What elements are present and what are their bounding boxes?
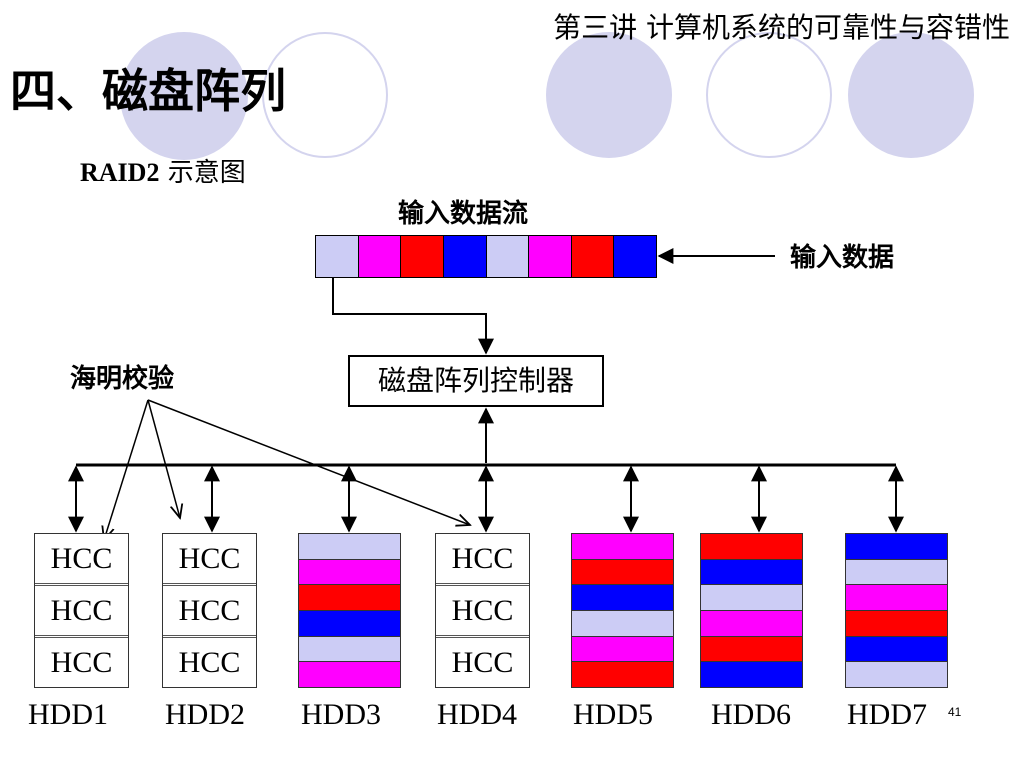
hcc-cell: HCC <box>163 534 256 586</box>
decor-circle-1 <box>120 32 248 160</box>
decor-circle-4 <box>706 32 832 158</box>
stream-block-1 <box>316 236 359 277</box>
stream-block-8 <box>614 236 656 277</box>
data-stripe <box>572 585 673 612</box>
data-stripe <box>572 636 673 663</box>
input-data-label: 输入数据 <box>790 243 895 273</box>
disk-label-hdd1: HDD1 <box>28 698 108 731</box>
stream-to-controller <box>332 278 494 355</box>
stream-block-6 <box>529 236 572 277</box>
hcc-cell: HCC <box>35 586 128 638</box>
stream-block-4 <box>443 236 487 277</box>
data-stripe <box>572 662 673 688</box>
disk-array-controller: 磁盘阵列控制器 <box>348 355 604 407</box>
input-data-stream <box>315 235 657 278</box>
hcc-cell: HCC <box>436 534 529 586</box>
disk-label-hdd4: HDD4 <box>437 698 517 731</box>
data-stripe <box>572 534 673 560</box>
decor-circle-5 <box>848 32 974 158</box>
subtitle-raid: RAID2 <box>80 158 160 187</box>
disk-hdd7 <box>845 533 948 688</box>
data-stripe <box>299 636 400 663</box>
disk-hdd5 <box>571 533 674 688</box>
data-stripe <box>701 636 802 663</box>
hamming-arrow-hdd4 <box>147 399 470 525</box>
decor-circle-2 <box>262 32 388 158</box>
disk-label-hdd7: HDD7 <box>847 698 927 731</box>
disk-label-hdd2: HDD2 <box>165 698 245 731</box>
data-stripe <box>701 585 802 612</box>
data-stripe <box>299 559 400 586</box>
hcc-cell: HCC <box>451 645 514 679</box>
stream-block-7 <box>571 236 615 277</box>
disk-hdd3 <box>298 533 401 688</box>
data-stripe <box>299 611 400 637</box>
hamming-check-label: 海明校验 <box>70 364 175 394</box>
data-stripe <box>846 611 947 637</box>
disk-label-hdd6: HDD6 <box>711 698 791 731</box>
hcc-cell: HCC <box>50 645 113 679</box>
stream-block-2 <box>358 236 402 277</box>
hcc-cell: HCC <box>35 534 128 586</box>
hamming-arrow-hdd1 <box>104 399 149 540</box>
slide-title: 四、磁盘阵列 <box>10 64 286 118</box>
data-stripe <box>701 611 802 637</box>
hamming-arrow-hdd2 <box>147 399 180 518</box>
disk-hdd6 <box>700 533 803 688</box>
data-stripe <box>846 662 947 688</box>
data-stripe <box>846 559 947 586</box>
data-stripe <box>846 585 947 612</box>
diagram-subtitle: RAID2 示意图 <box>80 152 246 189</box>
data-stripe <box>846 636 947 663</box>
stream-block-5 <box>486 236 530 277</box>
page-number: 41 <box>948 705 962 719</box>
data-stripe <box>572 611 673 637</box>
data-stripe <box>846 534 947 560</box>
course-title: 第三讲 计算机系统的可靠性与容错性 <box>553 11 1010 44</box>
disk-label-hdd5: HDD5 <box>573 698 653 731</box>
stream-block-3 <box>401 236 444 277</box>
hcc-cell: HCC <box>178 645 241 679</box>
hcc-cell: HCC <box>163 586 256 638</box>
data-stripe <box>701 559 802 586</box>
hcc-cell: HCC <box>436 586 529 638</box>
input-stream-label: 输入数据流 <box>398 199 529 229</box>
data-stripe <box>572 559 673 586</box>
subtitle-text: 示意图 <box>159 158 246 188</box>
data-stripe <box>299 534 400 560</box>
decor-circle-3 <box>546 32 672 158</box>
disk-label-hdd3: HDD3 <box>301 698 381 731</box>
data-stripe <box>701 534 802 560</box>
data-stripe <box>701 662 802 688</box>
data-stripe <box>299 662 400 688</box>
data-stripe <box>299 585 400 612</box>
